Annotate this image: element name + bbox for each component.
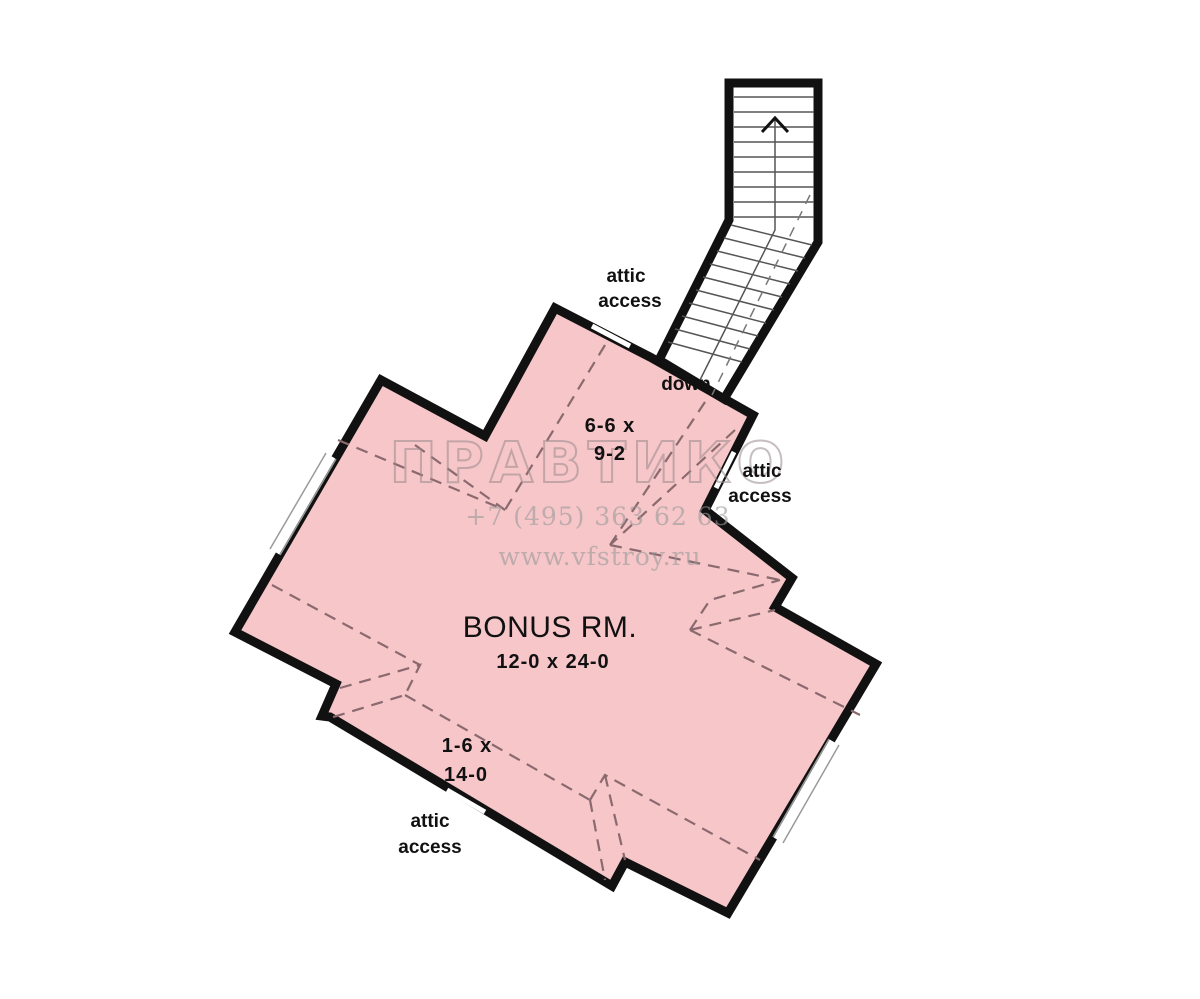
staircase — [653, 78, 823, 406]
attic-access-opening-top — [590, 323, 632, 349]
lower-alcove-size-line2: 14-0 — [444, 764, 488, 786]
attic-access-label-right-line2: access — [728, 486, 791, 507]
attic-access-label-bottom-line1: attic — [410, 811, 450, 832]
room-name: BONUS RM. — [463, 611, 638, 644]
attic-access-label-right-line1: attic — [742, 461, 782, 482]
attic-access-opening-bottom — [445, 787, 487, 815]
window-left — [269, 452, 337, 556]
watermark-phone: +7 (495) 363 62 63 — [465, 502, 730, 531]
watermark-logo: ПРАВТИКО — [390, 431, 790, 496]
attic-access-label-top-line1: attic — [606, 266, 646, 287]
stair-arrow-icon — [760, 115, 790, 134]
stair-direction-label: down — [661, 374, 711, 395]
watermark: ПРАВТИКО +7 (495) 363 62 63 www.vfstroy.… — [389, 430, 790, 571]
upper-alcove-size-line2: 9-2 — [594, 443, 626, 465]
window-right — [772, 738, 840, 844]
room-size: 12-0 x 24-0 — [496, 651, 609, 673]
attic-access-label-bottom-line2: access — [398, 837, 461, 858]
attic-access-opening-right — [713, 450, 737, 490]
upper-alcove-size-line1: 6-6 x — [585, 415, 636, 437]
attic-access-label-top-line2: access — [598, 291, 661, 312]
eave-lines — [271, 344, 861, 881]
watermark-url: www.vfstroy.ru — [498, 542, 701, 571]
bonus-room-floor — [228, 301, 883, 919]
lower-alcove-size-line1: 1-6 x — [442, 735, 493, 757]
